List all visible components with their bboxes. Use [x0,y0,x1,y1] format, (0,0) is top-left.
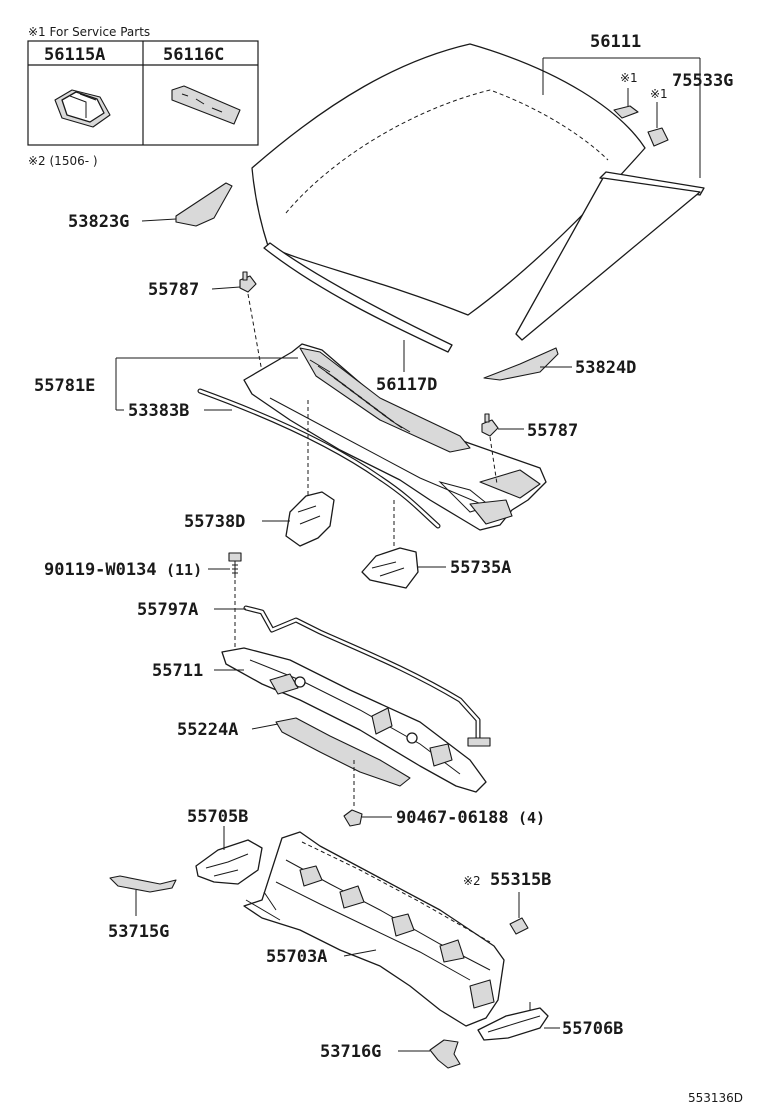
clip-56116C-icon [171,85,241,125]
label-55706B[interactable]: 55706B [562,1019,623,1039]
label-55705B[interactable]: 55705B [187,807,248,827]
part-53824D[interactable] [483,347,559,381]
note-mark-2: ※2 [463,874,481,888]
bolt-90119-W0134[interactable] [228,552,242,578]
note-mark-1: ※1 [620,71,638,85]
clip-55787-left[interactable] [239,271,257,293]
clip-icon [647,127,669,147]
seal-55224A[interactable] [275,717,411,787]
clip-90467-06188[interactable] [343,809,363,827]
hose-connector [467,737,491,747]
moulding-side[interactable] [515,177,701,341]
qty-90467: (4) [518,809,545,827]
cowl-louver-55781E[interactable] [243,343,547,531]
label-55711[interactable]: 55711 [152,661,203,681]
bracket-55738D[interactable] [285,491,335,547]
service-parts-note: ※1 For Service Parts [28,25,150,39]
wiper-frame-55711[interactable] [221,647,487,793]
part-53823G[interactable] [175,182,233,227]
date-note: ※2 (1506- ) [28,154,98,168]
label-55781E[interactable]: 55781E [34,376,95,396]
label-56117D[interactable]: 56117D [376,375,437,395]
table-col-56116C[interactable]: 56116C [163,45,224,65]
label-90119-W0134[interactable]: 90119-W0134 [44,560,157,580]
label-55787[interactable]: 55787 [148,280,199,300]
table-col-56115A[interactable]: 56115A [44,45,105,65]
label-55787[interactable]: 55787 [527,421,578,441]
service-parts-table: 56115A 56116C [27,40,259,146]
part-53716G[interactable] [429,1039,461,1069]
label-55315B[interactable]: 55315B [490,870,551,890]
label-53716G[interactable]: 53716G [320,1042,381,1062]
label-56111[interactable]: 56111 [590,32,641,52]
label-53383B[interactable]: 53383B [128,401,189,421]
label-53824D[interactable]: 53824D [575,358,636,378]
moulding-56117D[interactable] [263,242,453,353]
diagram-code: 553136D [688,1091,743,1105]
label-55738D[interactable]: 55738D [184,512,245,532]
label-55224A[interactable]: 55224A [177,720,238,740]
note-mark-1: ※1 [650,87,668,101]
bracket-55735A[interactable] [361,547,419,589]
label-55703A[interactable]: 55703A [266,947,327,967]
dash-panel-55703A[interactable] [243,831,505,1027]
clip-icon [613,105,639,119]
part-53715G[interactable] [109,875,177,893]
clip-55787-right[interactable] [481,413,499,437]
qty-90119: (11) [166,561,202,579]
label-55797A[interactable]: 55797A [137,600,198,620]
label-55735A[interactable]: 55735A [450,558,511,578]
label-90467-06188[interactable]: 90467-06188 [396,808,509,828]
label-53823G[interactable]: 53823G [68,212,129,232]
label-75533G[interactable]: 75533G [672,71,733,91]
label-53715G[interactable]: 53715G [108,922,169,942]
part-55315B[interactable] [509,917,529,935]
clip-56115A-icon [54,89,111,128]
